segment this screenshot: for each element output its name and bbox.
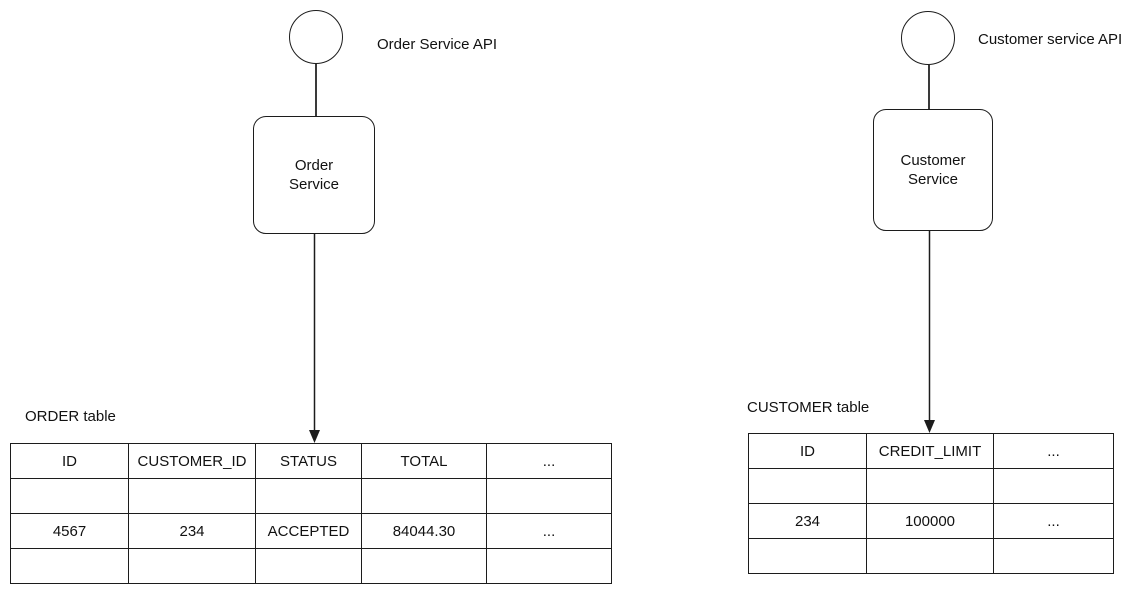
- table-cell: [10, 478, 129, 514]
- table-cell: 84044.30: [361, 513, 487, 549]
- table-header-cell: ...: [486, 443, 612, 479]
- table-header-cell: TOTAL: [361, 443, 487, 479]
- customer-table-label: CUSTOMER table: [747, 399, 870, 416]
- table-cell: [10, 548, 129, 584]
- table-row: [748, 468, 1114, 504]
- table-cell: [486, 478, 612, 514]
- table-cell: [866, 538, 994, 574]
- order-api-label: Order Service API: [377, 36, 498, 53]
- customer-service-to-table-arrow-icon: [924, 231, 935, 433]
- table-cell: [748, 538, 867, 574]
- customer-circle-to-box-connector: [928, 65, 930, 109]
- table-cell: [993, 538, 1114, 574]
- table-header-cell: ...: [993, 433, 1114, 469]
- table-cell: 4567: [10, 513, 129, 549]
- order-service-node-label: Order Service: [288, 157, 340, 193]
- table-cell: [748, 468, 867, 504]
- table-cell: ACCEPTED: [255, 513, 362, 549]
- table-header-cell: STATUS: [255, 443, 362, 479]
- table-row: [10, 478, 612, 514]
- table-cell: [866, 468, 994, 504]
- table-header-cell: ID: [10, 443, 129, 479]
- table-header-cell: CUSTOMER_ID: [128, 443, 256, 479]
- order-service-node: Order Service: [253, 116, 375, 234]
- table-cell: ...: [993, 503, 1114, 539]
- table-cell: [361, 478, 487, 514]
- customer-service-node-label: Customer Service: [900, 152, 966, 188]
- order-table-label: ORDER table: [25, 408, 116, 425]
- order-circle-to-box-connector: [315, 64, 317, 116]
- order-service-to-table-arrow-icon: [309, 234, 320, 443]
- customer-api-circle-icon: [901, 11, 955, 65]
- table-cell: [255, 478, 362, 514]
- table-cell: 100000: [866, 503, 994, 539]
- table-header-cell: CREDIT_LIMIT: [866, 433, 994, 469]
- customer-service-node: Customer Service: [873, 109, 993, 231]
- table-cell: [255, 548, 362, 584]
- table-row: [748, 538, 1114, 574]
- table-cell: 234: [128, 513, 256, 549]
- table-cell: [128, 548, 256, 584]
- table-cell: [361, 548, 487, 584]
- order-api-circle-icon: [289, 10, 343, 64]
- table-row: [10, 548, 612, 584]
- table-header-cell: ID: [748, 433, 867, 469]
- customer-api-label: Customer service API: [978, 31, 1123, 48]
- table-cell: ...: [486, 513, 612, 549]
- table-cell: 234: [748, 503, 867, 539]
- table-cell: [128, 478, 256, 514]
- table-cell: [993, 468, 1114, 504]
- table-cell: [486, 548, 612, 584]
